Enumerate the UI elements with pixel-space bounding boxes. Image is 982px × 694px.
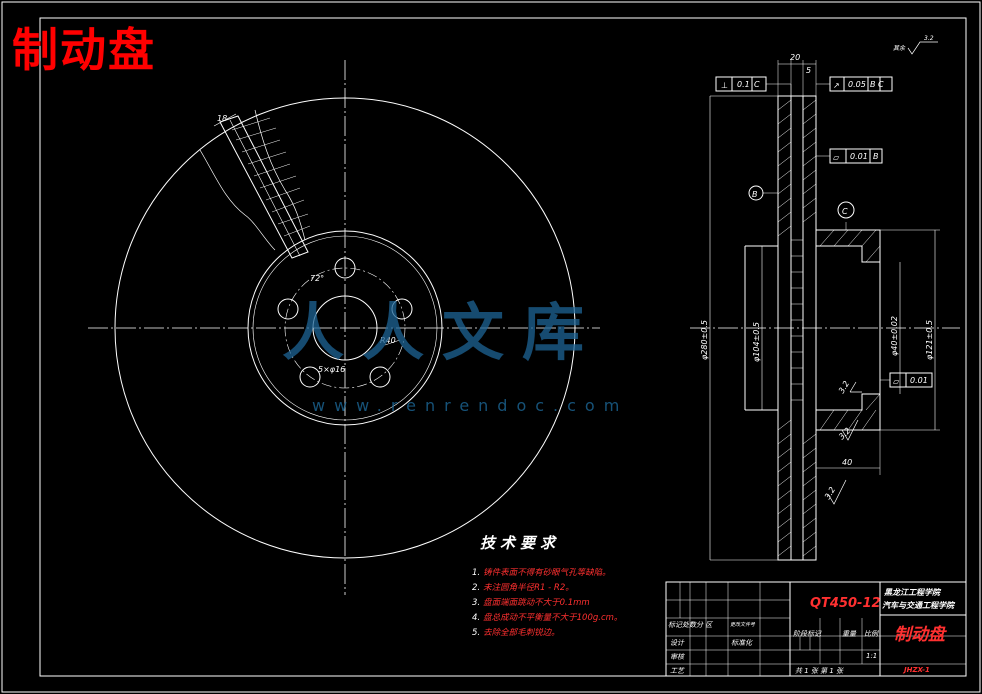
process-label: 工艺 bbox=[670, 667, 684, 675]
requirements-list: 1.铸件表面不得有砂眼气孔等缺陷。 2.未注圆角半径R1 - R2。 3.盘面端… bbox=[472, 566, 622, 641]
tol-flat: 0.01 bbox=[850, 152, 868, 161]
standard-label: 标准化 bbox=[731, 639, 752, 647]
requirement-item: 4.盘总成动不平衡量不大于100g.cm。 bbox=[472, 613, 623, 623]
tol-runout: 0.05 bbox=[848, 80, 866, 89]
datum-b: B bbox=[752, 190, 758, 199]
center-bore-label: R40 bbox=[380, 336, 396, 345]
requirement-item: 3.盘面端面跳动不大于0.1mm bbox=[472, 598, 590, 608]
hub-dia-label: φ121±0.5 bbox=[925, 320, 934, 360]
watermark-logo-text: 人人文库 bbox=[282, 296, 603, 369]
tol-flat-2: 0.01 bbox=[910, 376, 928, 385]
tol-perp: 0.1 bbox=[737, 80, 750, 89]
bolt-hole-3 bbox=[369, 366, 391, 388]
scale-label: 比例 bbox=[864, 630, 878, 638]
thin-label: 5 bbox=[806, 66, 811, 75]
drawing-number: JHZX-1 bbox=[904, 666, 930, 674]
runout-icon: ↗ bbox=[833, 81, 840, 90]
roughness-b: 3.2 bbox=[837, 426, 852, 441]
datum-c: C bbox=[842, 207, 848, 216]
hub-circle bbox=[247, 230, 443, 426]
bolt-hole-2 bbox=[391, 298, 413, 320]
part-name: 制动盘 bbox=[894, 625, 945, 645]
hub-depth-label: 40 bbox=[842, 458, 852, 467]
perpendicularity-icon: ⊥ bbox=[721, 81, 728, 90]
change-doc: 更改文件号 bbox=[730, 622, 756, 628]
center-bore bbox=[312, 295, 378, 361]
drawing-big-title: 制动盘 bbox=[12, 23, 156, 77]
bolt-hole-4 bbox=[299, 366, 321, 388]
tol-runout-datum: B C bbox=[870, 80, 884, 89]
title-block bbox=[665, 581, 967, 677]
fcf-perpendicularity bbox=[715, 76, 767, 92]
scale-value: 1:1 bbox=[866, 652, 878, 660]
side-view bbox=[690, 41, 960, 561]
fcf-runout bbox=[829, 76, 893, 92]
inner-dia-label: φ104±0.5 bbox=[752, 322, 761, 362]
part-number: QT450-12 bbox=[810, 596, 881, 611]
requirement-item: 1.铸件表面不得有砂眼气孔等缺陷。 bbox=[472, 568, 611, 578]
datum-c-circle bbox=[837, 201, 855, 219]
fcf-flatness bbox=[829, 148, 883, 164]
tol-perp-datum: C bbox=[754, 80, 760, 89]
weight-label: 重量 bbox=[842, 630, 856, 638]
stage-mark-label: 阶段标记 bbox=[793, 630, 821, 638]
school-line-1: 黑龙江工程学院 bbox=[884, 588, 940, 597]
roughness-a: 3.2 bbox=[837, 379, 851, 395]
school-line-2: 汽车与交通工程学院 bbox=[882, 601, 954, 610]
outer-dia-label: φ280±0.5 bbox=[700, 320, 709, 360]
bolt-hole-1 bbox=[334, 257, 356, 279]
pcd-label: 72° bbox=[310, 274, 324, 283]
sheets-label: 共 1 张 第 1 张 bbox=[795, 667, 844, 675]
flatness-icon-2: ▱ bbox=[893, 377, 900, 386]
roughness-c: 3.2 bbox=[823, 485, 837, 501]
width-label: 20 bbox=[790, 53, 800, 62]
requirement-item: 5.去除全部毛刺锐边。 bbox=[472, 628, 560, 638]
bolt-hole-5 bbox=[277, 298, 299, 320]
fcf-flatness-2 bbox=[889, 372, 933, 388]
datum-b-circle bbox=[748, 185, 764, 201]
review-label: 审核 bbox=[670, 653, 684, 661]
inner-border bbox=[39, 17, 967, 677]
requirements-title: 技术要求 bbox=[480, 534, 561, 552]
watermark-url: www.renrendoc.com bbox=[312, 396, 629, 415]
section-label: 18 bbox=[217, 114, 227, 123]
tol-flat-datum: B bbox=[873, 152, 879, 161]
mark-row: 标记处数分 区 bbox=[668, 621, 713, 629]
hole-pattern-label: 5×φ16 bbox=[318, 365, 345, 374]
front-view bbox=[88, 60, 600, 595]
hole-dia-label: φ40±0.02 bbox=[890, 316, 899, 356]
roughness-note: 其余 bbox=[893, 44, 906, 52]
design-label: 设计 bbox=[670, 639, 684, 647]
requirement-item: 2.未注圆角半径R1 - R2。 bbox=[472, 583, 574, 593]
disc-outer-circle bbox=[114, 97, 576, 559]
vent-section bbox=[219, 115, 309, 259]
roughness-value: 3.2 bbox=[924, 35, 934, 42]
flatness-icon: ▱ bbox=[833, 153, 840, 162]
